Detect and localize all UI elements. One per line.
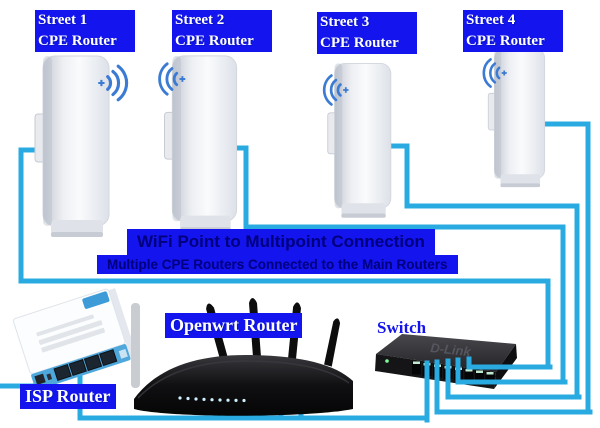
switch-device: D-Link <box>368 328 523 396</box>
street2-name: Street 2 <box>172 10 272 31</box>
street1-device: CPE Router <box>35 31 135 52</box>
label-openwrt-router: Openwrt Router <box>165 313 303 338</box>
cable-cpe3-switch-port <box>445 358 582 400</box>
street3-device: CPE Router <box>317 33 417 54</box>
label-switch: Switch <box>377 318 427 337</box>
street3-name: Street 3 <box>317 12 417 33</box>
cable-cpe4-switch-port <box>434 359 593 415</box>
cable-cpe2-switch-port <box>455 357 568 385</box>
street4-device: CPE Router <box>463 31 563 52</box>
label-street3-cpe: Street 3 CPE Router <box>317 12 417 54</box>
cable-cpe1-switch-port <box>466 356 553 370</box>
label-isp-router: ISP Router <box>20 384 116 409</box>
label-street1-cpe: Street 1 CPE Router <box>35 10 135 52</box>
cable-cpe1-to-switch <box>18 147 551 370</box>
banner-title: WiFi Point to Multipoint Connection <box>127 229 435 255</box>
banner-subtitle: Multiple CPE Routers Connected to the Ma… <box>97 255 458 274</box>
label-street2-cpe: Street 2 CPE Router <box>172 10 272 52</box>
cable-cpe3-to-switch <box>385 143 580 400</box>
street1-name: Street 1 <box>35 10 135 31</box>
cable-cpe4-to-switch <box>532 121 591 415</box>
switch-brand-text: D-Link <box>430 340 473 359</box>
street4-name: Street 4 <box>463 10 563 31</box>
cable-cpe2-to-switch <box>225 145 566 385</box>
street2-device: CPE Router <box>172 31 272 52</box>
label-street4-cpe: Street 4 CPE Router <box>463 10 563 52</box>
